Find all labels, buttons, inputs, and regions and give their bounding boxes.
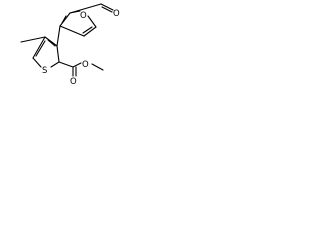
ring-link-bond (56, 25, 61, 47)
furan-bond-o-c5 (87, 15, 97, 28)
thiophene-bond-s-c5 (32, 57, 42, 68)
aldehyde-oxygen-label: O (113, 9, 120, 19)
furan-double-bond-c5-c4 (82, 26, 93, 34)
thiophene-bond-c5-c4 (32, 36, 46, 59)
furan-ring (59, 10, 97, 37)
thiophene-ring (32, 36, 60, 68)
aldehyde-bond (69, 3, 102, 14)
chemical-structure: O O S O O (20, 3, 120, 87)
ester-carbon-bond (58, 61, 74, 68)
aldehyde-carbonyl-double-bond (101, 6, 113, 13)
thiophene-bond-c3-c2 (56, 45, 60, 63)
furan-bond-c5-c4 (83, 26, 97, 37)
furan-double-bond-c3-c2 (61, 15, 67, 24)
ester-group (58, 61, 104, 77)
aldehyde-carbonyl-bond (100, 3, 114, 11)
ester-oxygen-label: O (82, 60, 89, 70)
ester-single-o-bond (72, 62, 82, 68)
thiophene-sulfur-label: S (42, 66, 47, 76)
methyl-bond (20, 36, 46, 43)
carbonyl-oxygen-label: O (70, 77, 77, 87)
thiophene-double-bond-c4-c3 (47, 39, 56, 47)
furan-oxygen-label: O (80, 11, 87, 21)
thiophene-double-bond-c5-c4 (35, 40, 46, 57)
aldehyde-group (69, 3, 114, 14)
furan-bond-c4-c3 (59, 25, 85, 37)
ester-methyl-bond (91, 63, 104, 71)
thiophene-bond-c2-s (50, 61, 60, 68)
thiophene-bond-c4-c3 (44, 36, 58, 47)
furan-bond-c3-c2 (59, 12, 71, 27)
